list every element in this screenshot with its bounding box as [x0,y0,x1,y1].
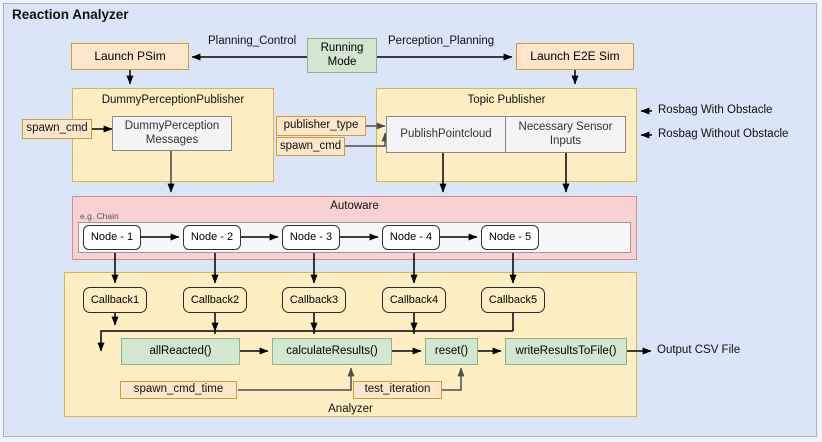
param-spawn-cmd-time[interactable]: spawn_cmd_time [120,381,237,399]
param-spawn-cmd-right[interactable]: spawn_cmd [276,137,345,156]
autoware-node-1[interactable]: Node - 1 [83,225,141,250]
analyzer-fn-reset[interactable]: reset() [425,338,478,365]
edge-label-planning-control: Planning_Control [208,35,297,47]
analyzer-callback-5[interactable]: Callback5 [481,287,545,313]
dummy-perception-messages-line2: Messages [145,133,199,146]
analyzer-callback-4[interactable]: Callback4 [382,287,446,313]
autoware-chain-note: e.g. Chain [80,211,119,221]
running-mode-label-line1: Running [320,42,364,55]
autoware-node-4[interactable]: Node - 4 [382,225,440,250]
necessary-sensor-inputs-line1: Necessary Sensor [518,121,613,134]
publish-pointcloud-box[interactable]: PublishPointcloud [386,116,506,153]
input-rosbag-with-obstacle: Rosbag With Obstacle [658,104,773,116]
autoware-node-3[interactable]: Node - 3 [282,225,340,250]
edge-label-perception-planning: Perception_Planning [388,35,495,47]
dummy-perception-messages-box[interactable]: DummyPerception Messages [112,116,232,151]
autoware-chain-strip [78,222,631,253]
analyzer-fn-calculate-results[interactable]: calculateResults() [272,338,392,365]
analyzer-fn-all-reacted[interactable]: allReacted() [121,338,240,365]
necessary-sensor-inputs-line2: Inputs [549,134,582,147]
analyzer-callback-2[interactable]: Callback2 [183,287,247,313]
autoware-node-2[interactable]: Node - 2 [183,225,241,250]
page-title: Reaction Analyzer [12,7,129,22]
container-autoware-title: Autoware [330,200,379,212]
container-dummy-perception-publisher-title: DummyPerceptionPublisher [101,94,245,106]
container-topic-publisher-title: Topic Publisher [467,94,546,106]
analyzer-output-label: Output CSV File [657,344,741,356]
container-analyzer-title: Analyzer [328,403,373,415]
launch-e2e-sim-box[interactable]: Launch E2E Sim [516,43,634,70]
necessary-sensor-inputs-box[interactable]: Necessary Sensor Inputs [506,116,626,153]
param-spawn-cmd-left[interactable]: spawn_cmd [22,119,92,139]
running-mode-label-line2: Mode [327,55,357,68]
running-mode-box[interactable]: Running Mode [307,38,377,73]
analyzer-fn-write-results-to-file[interactable]: writeResultsToFile() [505,338,627,365]
autoware-node-5[interactable]: Node - 5 [481,225,539,250]
param-publisher-type[interactable]: publisher_type [276,116,366,136]
analyzer-callback-3[interactable]: Callback3 [282,287,346,313]
launch-psim-box[interactable]: Launch PSim [71,43,189,70]
input-rosbag-without-obstacle: Rosbag Without Obstacle [658,128,789,140]
dummy-perception-messages-line1: DummyPerception [124,120,220,133]
param-test-iteration[interactable]: test_iteration [353,381,442,399]
analyzer-callback-1[interactable]: Callback1 [83,287,147,313]
